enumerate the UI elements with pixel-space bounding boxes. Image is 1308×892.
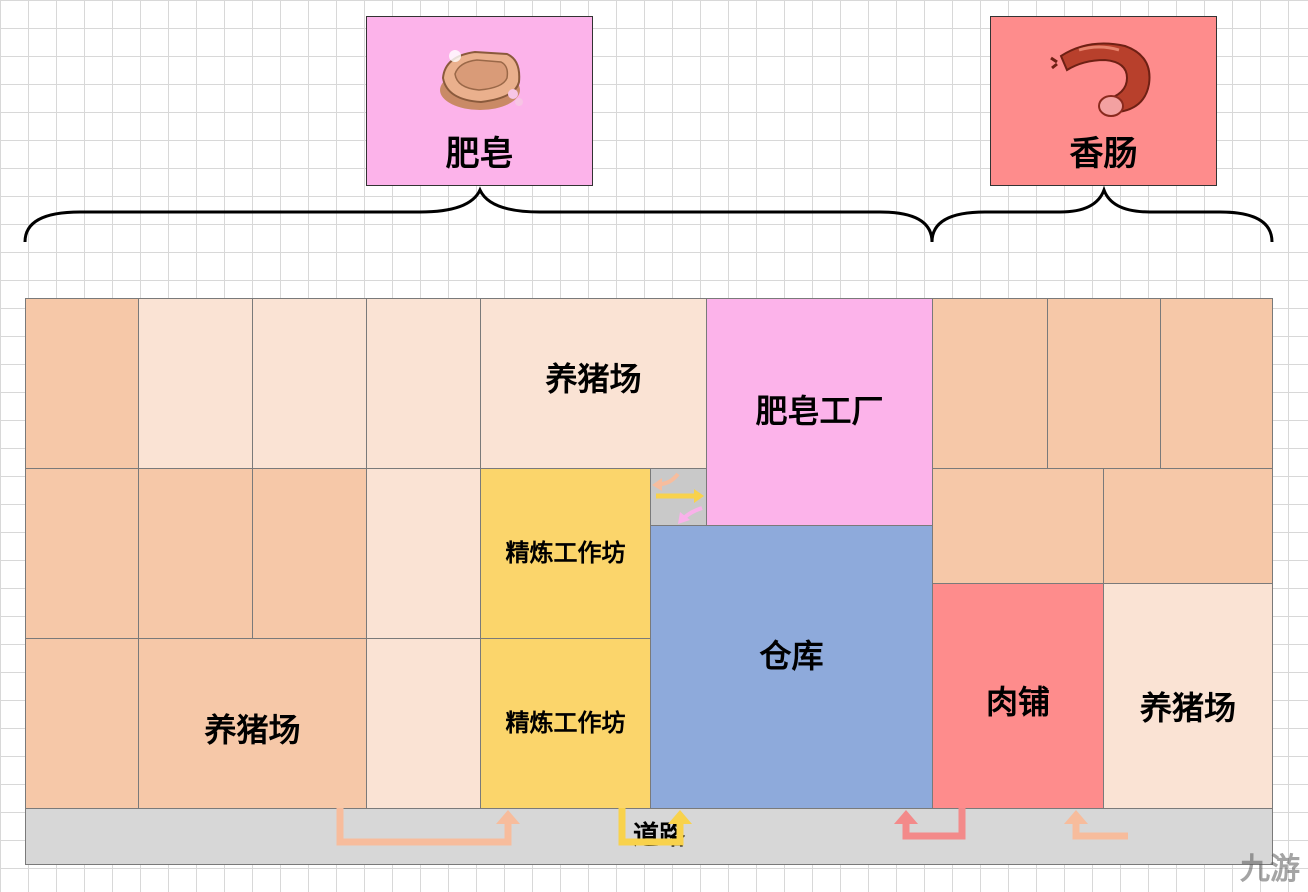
pig-farm-top-label: 养猪场 (545, 359, 642, 398)
pig-farm-right-label: 养猪场 (1139, 689, 1236, 728)
arrow-soap-return-head (652, 478, 662, 491)
arrow-to-soap-factory-head (694, 489, 704, 503)
refinery-workshop-upper-label: 精炼工作坊 (505, 539, 626, 568)
arrow-pig-farm-right-to-road (1072, 822, 1128, 840)
butcher-shop-label: 肉铺 (985, 683, 1050, 722)
plot-orange (932, 298, 1048, 469)
refinery-workshop-upper: 精炼工作坊 (480, 468, 651, 639)
arrow-butcher-to-road-head (894, 810, 918, 824)
warehouse-label: 仓库 (759, 637, 824, 676)
watermark-text: 九游 (1240, 852, 1300, 887)
pig-farm-left: 养猪场 (138, 638, 367, 809)
arrow-soap-factory-out-head (678, 512, 690, 524)
sausage-title: 香肠 (1069, 134, 1138, 174)
refinery-workshop-lower: 精炼工作坊 (480, 638, 651, 809)
arrow-pig-farm-right-to-road-head (1064, 810, 1088, 824)
plot-orange (252, 468, 367, 639)
plot-pale (252, 298, 367, 469)
road: 道路 (25, 808, 1273, 865)
soap-brace (23, 186, 934, 243)
pig-farm-left-label: 养猪场 (204, 710, 301, 749)
soap-bar-icon (439, 50, 523, 110)
butcher-shop: 肉铺 (932, 583, 1104, 809)
soap-title: 肥皂 (445, 134, 514, 174)
plot-orange (25, 468, 139, 639)
arrow-workshop-to-warehouse (618, 808, 684, 846)
plot-pale (366, 298, 481, 469)
sausage-icon (1049, 42, 1150, 117)
road-label: 道路 (632, 821, 685, 852)
soap-factory-label: 肥皂工厂 (755, 392, 884, 431)
soap-product-box: 肥皂 (366, 16, 593, 186)
arrow-soap-return (659, 472, 680, 486)
plot-orange (25, 638, 139, 809)
pig-farm-top: 养猪场 (480, 298, 707, 469)
plot-orange (1103, 468, 1273, 584)
arrow-butcher-to-road (902, 808, 966, 840)
plot-orange (138, 468, 253, 639)
arrow-pig-farm-to-workshop-head (496, 810, 520, 824)
arrow-workshop-to-warehouse-head (668, 810, 692, 824)
plot-orange (932, 468, 1104, 584)
soap-factory: 肥皂工厂 (706, 298, 933, 526)
arrow-pig-farm-to-workshop (336, 808, 512, 846)
sausage-product-box: 香肠 (990, 16, 1217, 186)
refinery-workshop-lower-label: 精炼工作坊 (505, 709, 626, 738)
arrow-soap-factory-out (682, 506, 703, 520)
plot-orange (25, 298, 139, 469)
plot-orange (1160, 298, 1273, 469)
watermark-logo: 九游 (1240, 844, 1300, 888)
sausage-brace (930, 185, 1274, 243)
